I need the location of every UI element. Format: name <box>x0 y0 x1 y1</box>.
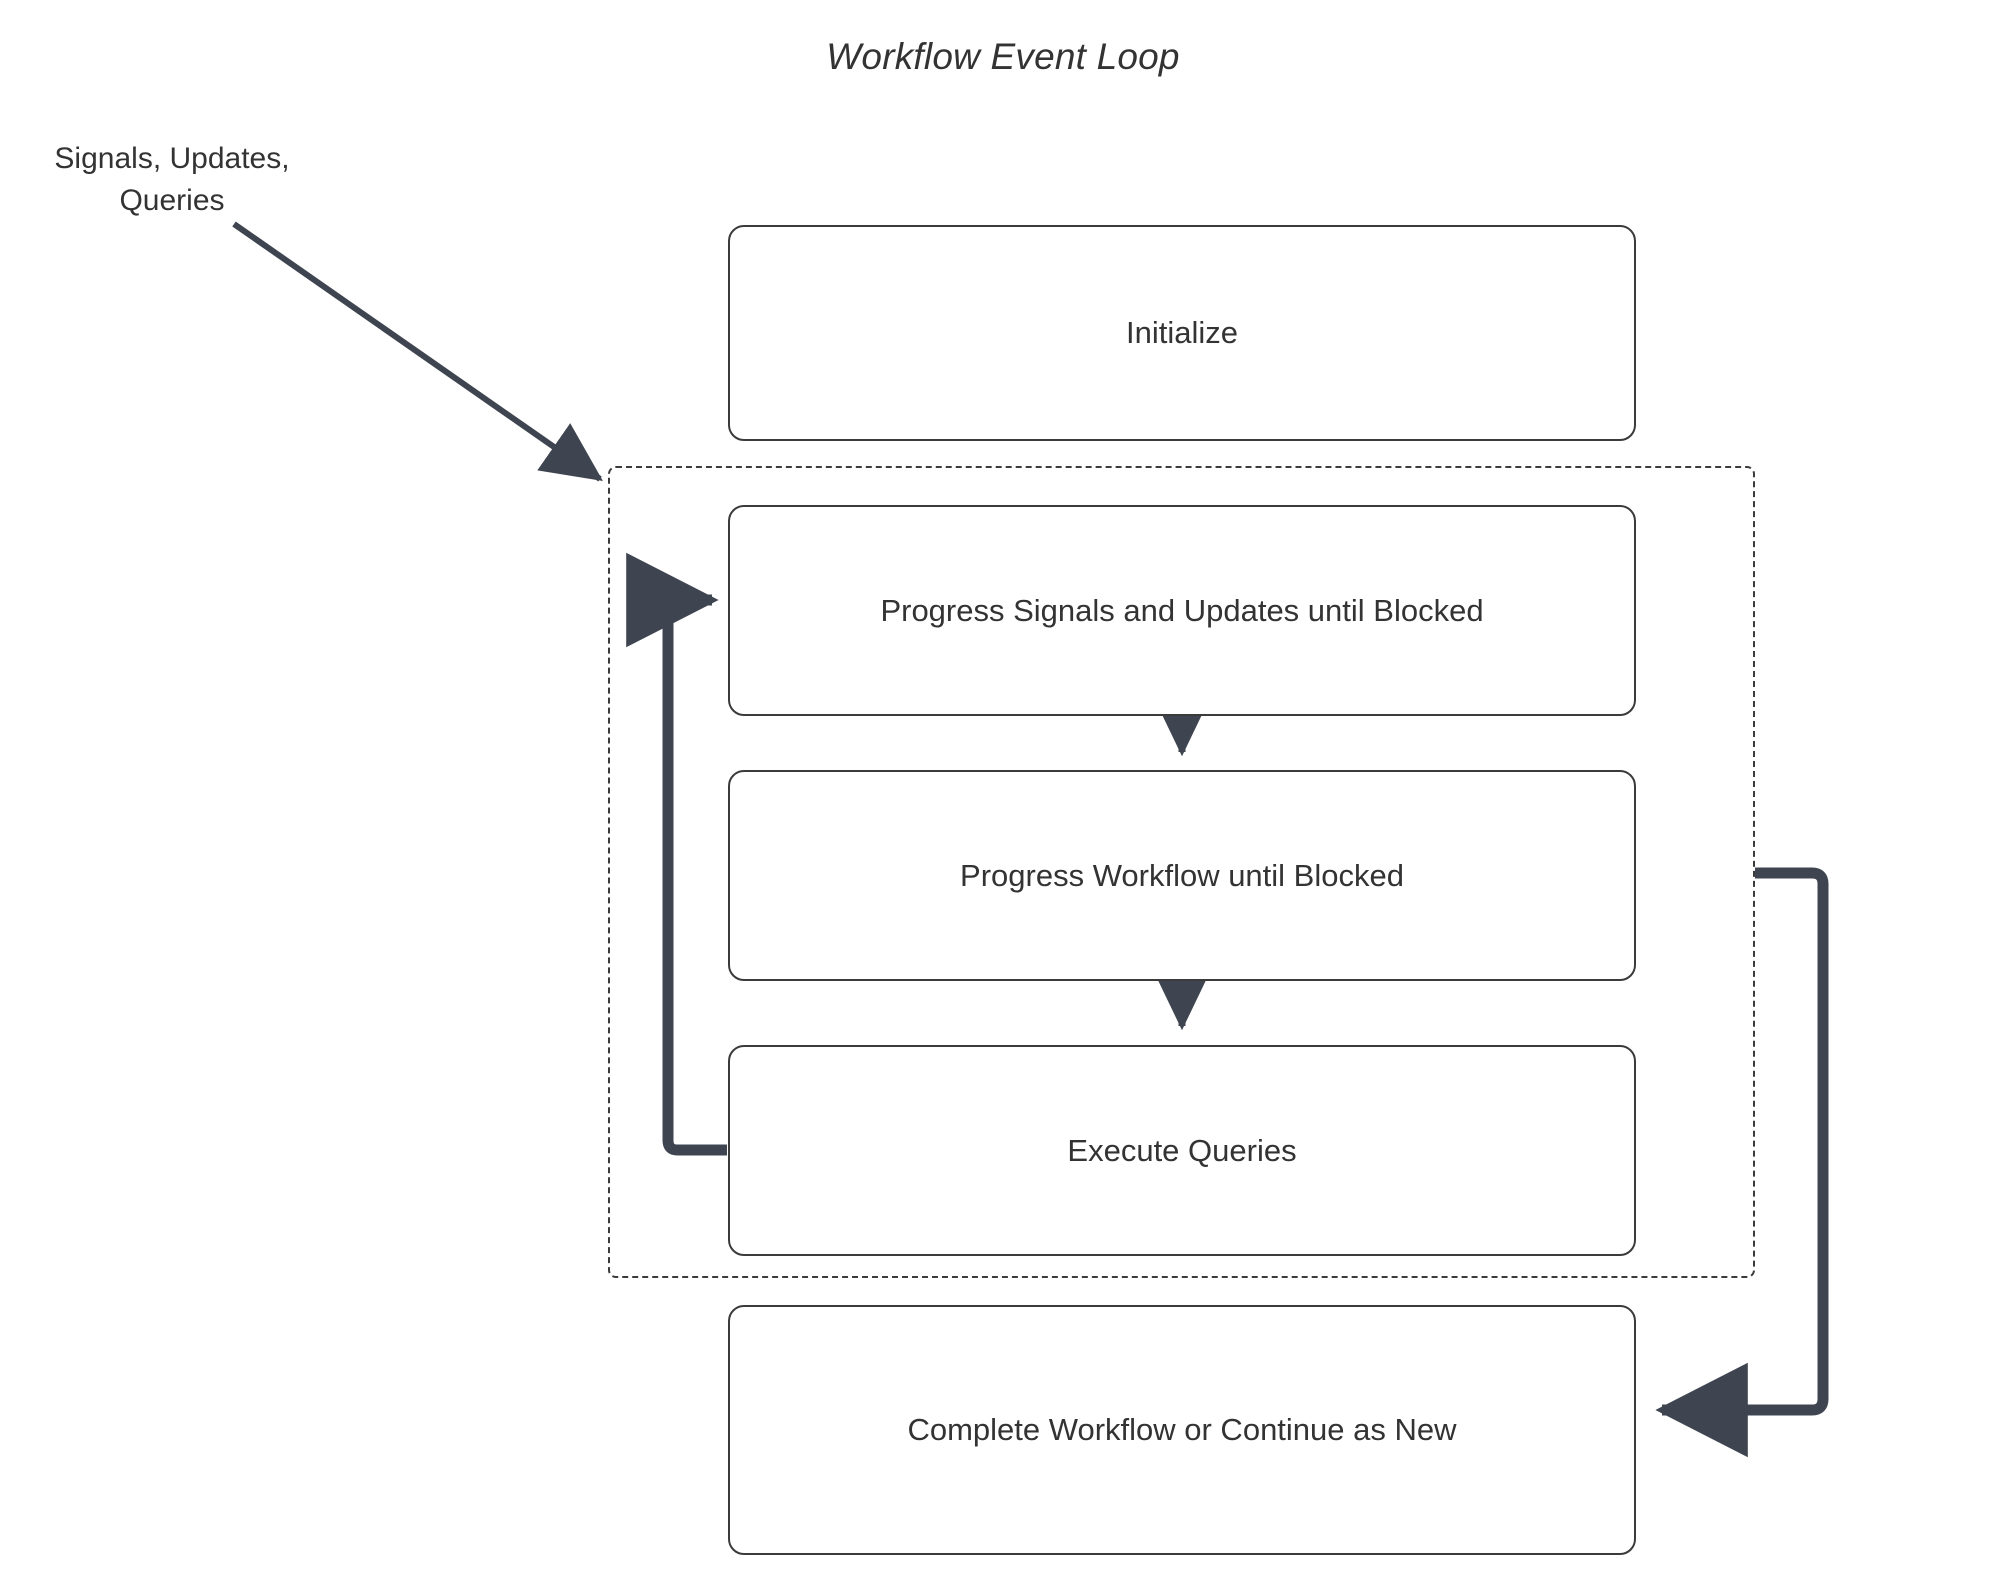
node-initialize-label: Initialize <box>1126 315 1238 351</box>
page-title: Workflow Event Loop <box>826 36 1180 77</box>
external-input-label: Signals, Updates, Queries <box>22 138 322 222</box>
node-initialize[interactable]: Initialize <box>728 225 1636 441</box>
node-progress-workflow-label: Progress Workflow until Blocked <box>960 857 1404 893</box>
external-input-label-line2: Queries <box>119 184 225 217</box>
edge-external-input-to-group <box>232 221 603 482</box>
node-execute-queries[interactable]: Execute Queries <box>728 1045 1636 1256</box>
node-complete-workflow[interactable]: Complete Workflow or Continue as New <box>728 1305 1636 1555</box>
node-progress-workflow[interactable]: Progress Workflow until Blocked <box>728 770 1636 981</box>
node-execute-queries-label: Execute Queries <box>1067 1132 1297 1168</box>
node-complete-workflow-label: Complete Workflow or Continue as New <box>907 1412 1457 1448</box>
external-input-label-line1: Signals, Updates, <box>54 142 290 175</box>
event-loop-group <box>608 466 1755 1278</box>
node-progress-signals[interactable]: Progress Signals and Updates until Block… <box>728 505 1636 716</box>
node-progress-signals-label: Progress Signals and Updates until Block… <box>880 592 1484 628</box>
